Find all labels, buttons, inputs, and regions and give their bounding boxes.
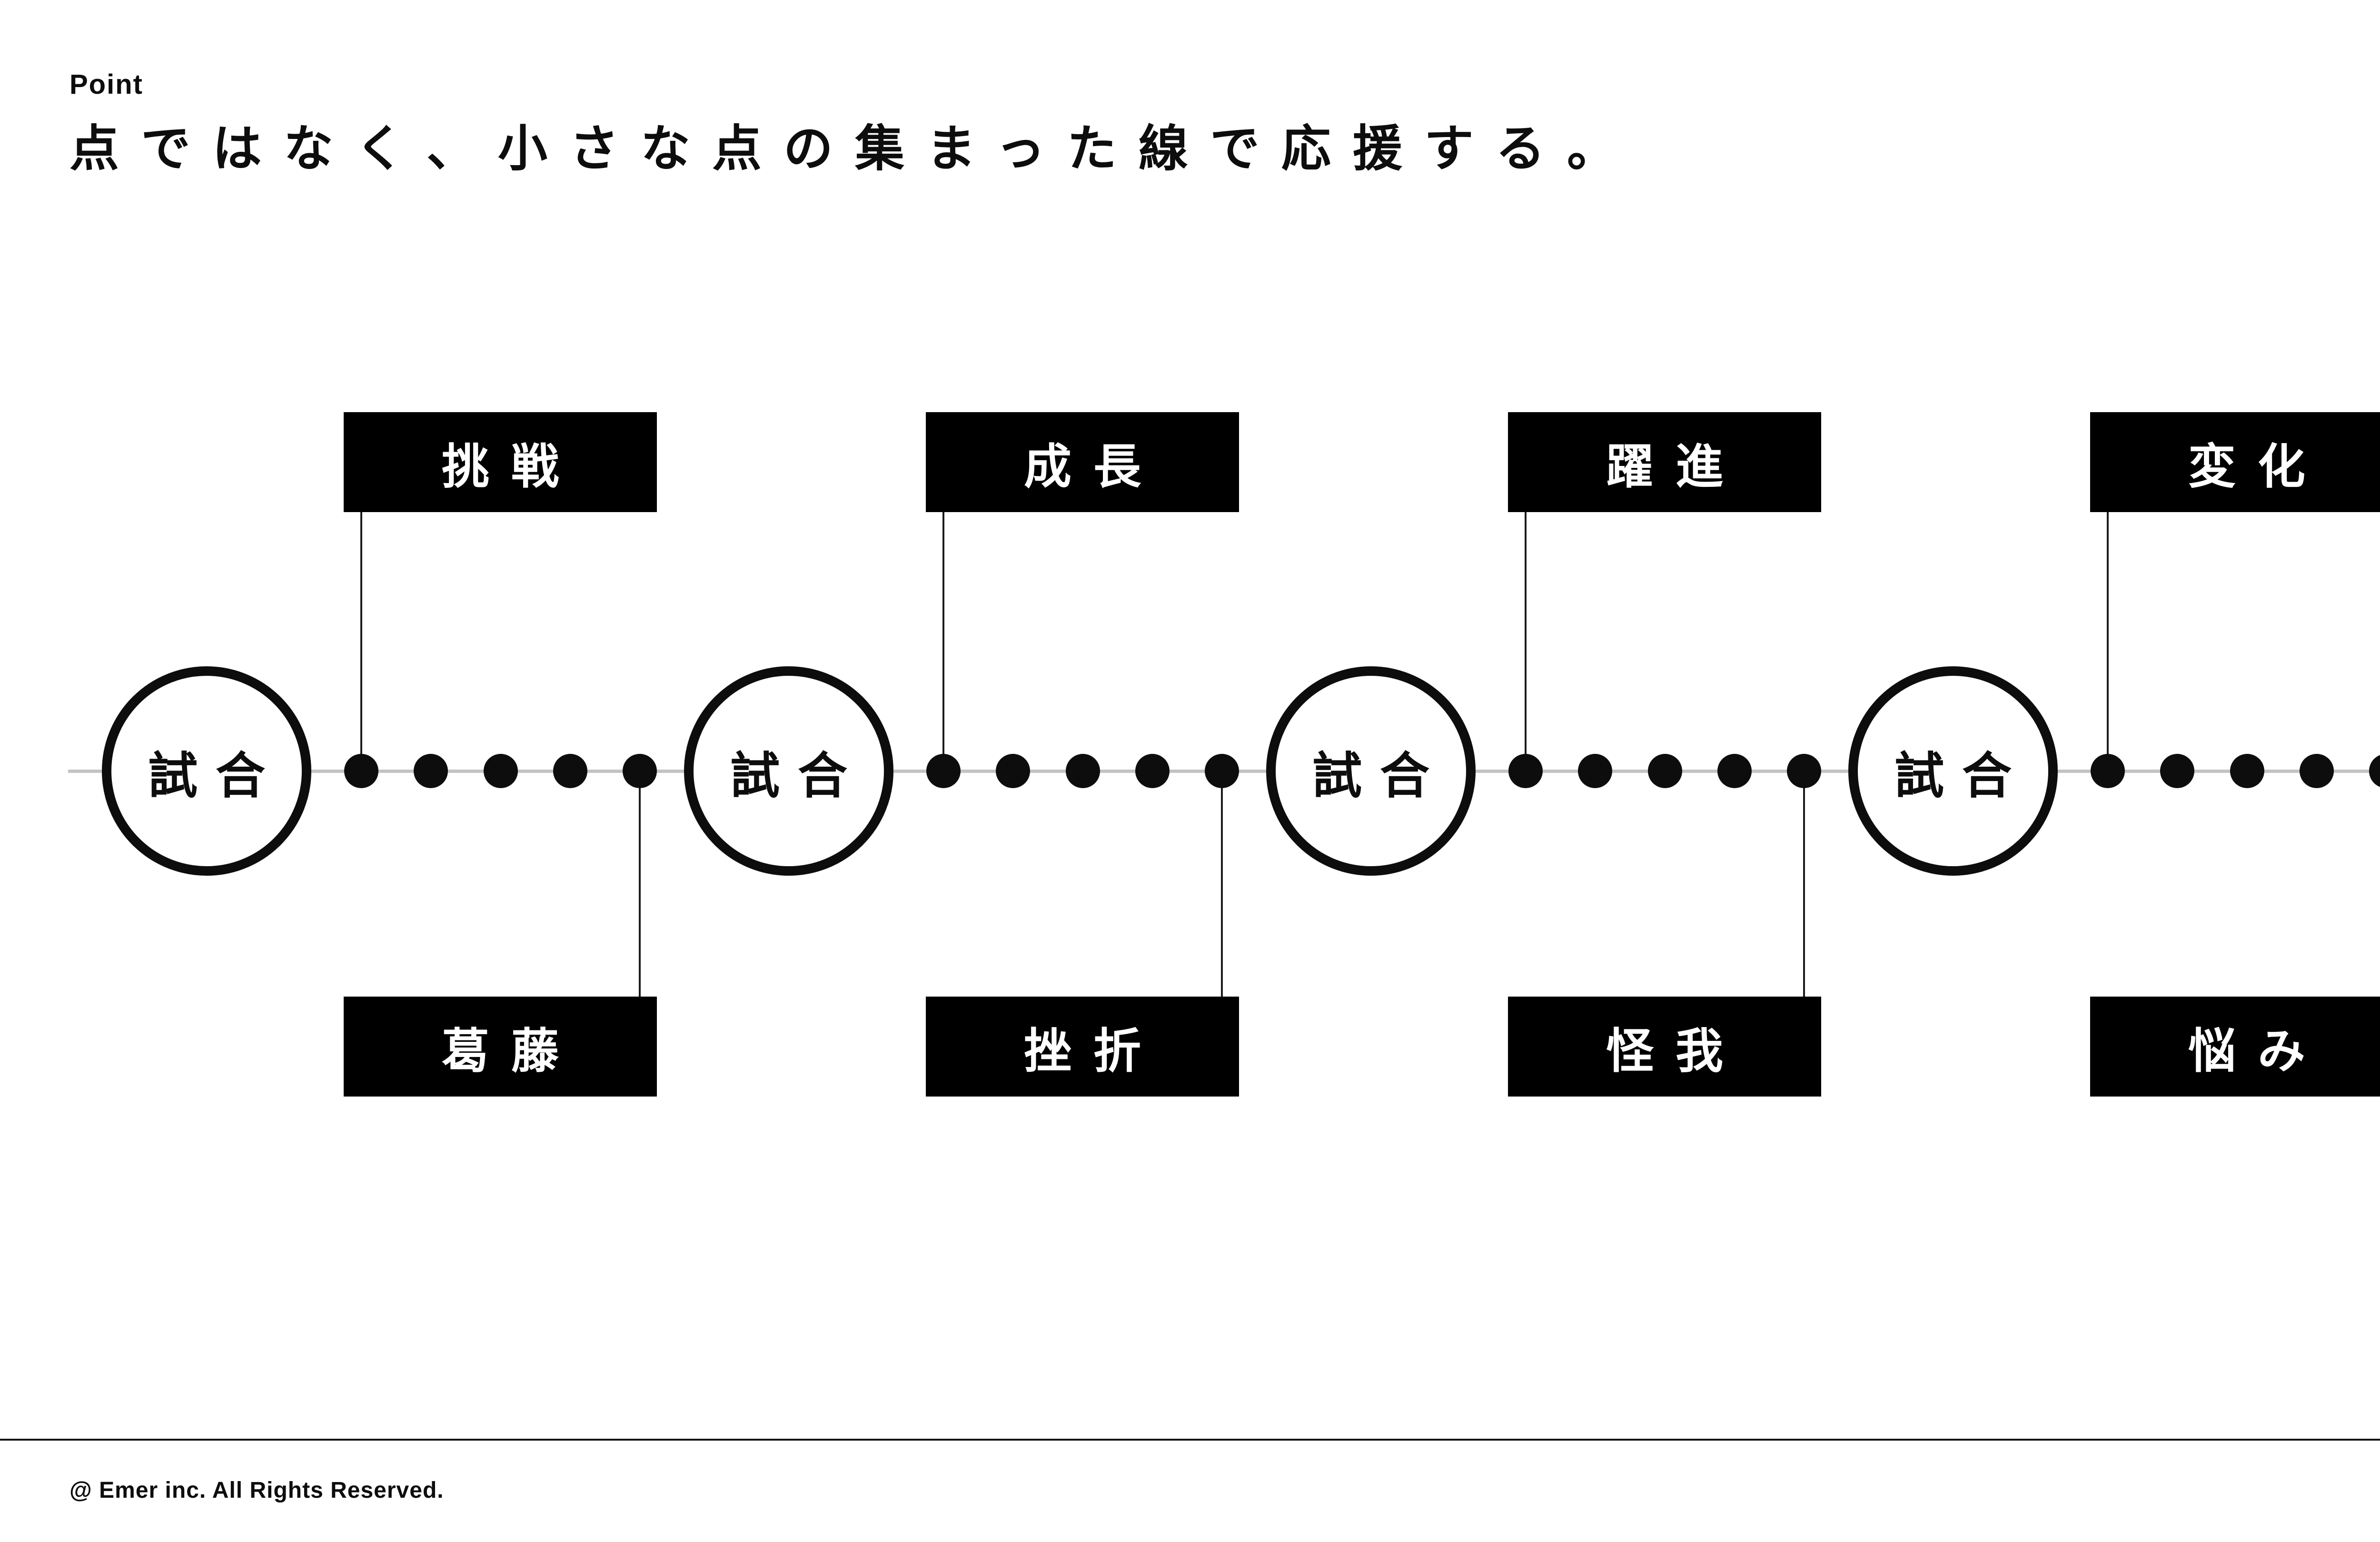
phase-label-top: 躍進 xyxy=(1508,412,1821,512)
phase-label-bottom-text: 葛藤 xyxy=(442,1024,581,1078)
match-node-label: 試合 xyxy=(1894,748,2030,804)
phase-label-top-text: 変化 xyxy=(2188,440,2327,494)
timeline-dot xyxy=(484,754,518,788)
phase-label-bottom: 挫折 xyxy=(926,997,1239,1097)
match-node: 試合 xyxy=(684,666,893,876)
match-node-label: 試合 xyxy=(730,748,865,804)
match-node: 試合 xyxy=(1266,666,1476,876)
match-node: 試合 xyxy=(102,666,311,876)
phase-label-bottom: 葛藤 xyxy=(344,997,657,1097)
timeline-dot xyxy=(2369,754,2380,788)
timeline-dot xyxy=(2300,754,2334,788)
timeline-dot xyxy=(1205,754,1239,788)
timeline-dot xyxy=(1787,754,1821,788)
phase-label-bottom: 怪我 xyxy=(1508,997,1821,1097)
connector-line xyxy=(1803,771,1805,998)
phase-label-bottom-text: 怪我 xyxy=(1606,1024,1745,1078)
connector-line xyxy=(360,511,362,771)
phase-label-top: 挑戦 xyxy=(344,412,657,512)
timeline-dot xyxy=(2160,754,2194,788)
timeline-dot xyxy=(553,754,587,788)
timeline-dot xyxy=(414,754,448,788)
timeline-dot xyxy=(1135,754,1170,788)
timeline-dot xyxy=(1717,754,1752,788)
timeline-dot xyxy=(2230,754,2264,788)
timeline-dot xyxy=(996,754,1030,788)
connector-line xyxy=(1525,511,1527,771)
timeline-dot xyxy=(1578,754,1612,788)
phase-label-top-text: 躍進 xyxy=(1606,440,1745,494)
phase-label-top-text: 挑戦 xyxy=(442,440,581,494)
timeline-dot xyxy=(2091,754,2125,788)
phase-label-bottom-text: 悩み xyxy=(2188,1024,2327,1078)
phase-label-bottom: 悩み xyxy=(2090,997,2380,1097)
copyright-text: @ Emer inc. All Rights Reserved. xyxy=(69,1478,444,1503)
timeline-dot xyxy=(623,754,657,788)
phase-label-bottom-text: 挫折 xyxy=(1024,1024,1163,1078)
phase-label-top-text: 成長 xyxy=(1024,440,1163,494)
phase-label-top: 変化 xyxy=(2090,412,2380,512)
match-node: 試合 xyxy=(1848,666,2058,876)
connector-line xyxy=(639,771,641,998)
timeline-dot xyxy=(344,754,378,788)
timeline-dot xyxy=(1648,754,1682,788)
page-title: 点ではなく、小さな点の集まった線で応援する。 xyxy=(69,121,1638,177)
connector-line xyxy=(942,511,944,771)
match-node-label: 試合 xyxy=(148,748,283,804)
footer-divider xyxy=(0,1439,2380,1441)
match-node-label: 試合 xyxy=(1312,748,1448,804)
timeline-dot xyxy=(1508,754,1543,788)
timeline-dot xyxy=(1066,754,1100,788)
section-kicker: Point xyxy=(69,69,143,100)
connector-line xyxy=(1221,771,1223,998)
connector-line xyxy=(2107,511,2109,771)
phase-label-top: 成長 xyxy=(926,412,1239,512)
timeline-dot xyxy=(926,754,961,788)
